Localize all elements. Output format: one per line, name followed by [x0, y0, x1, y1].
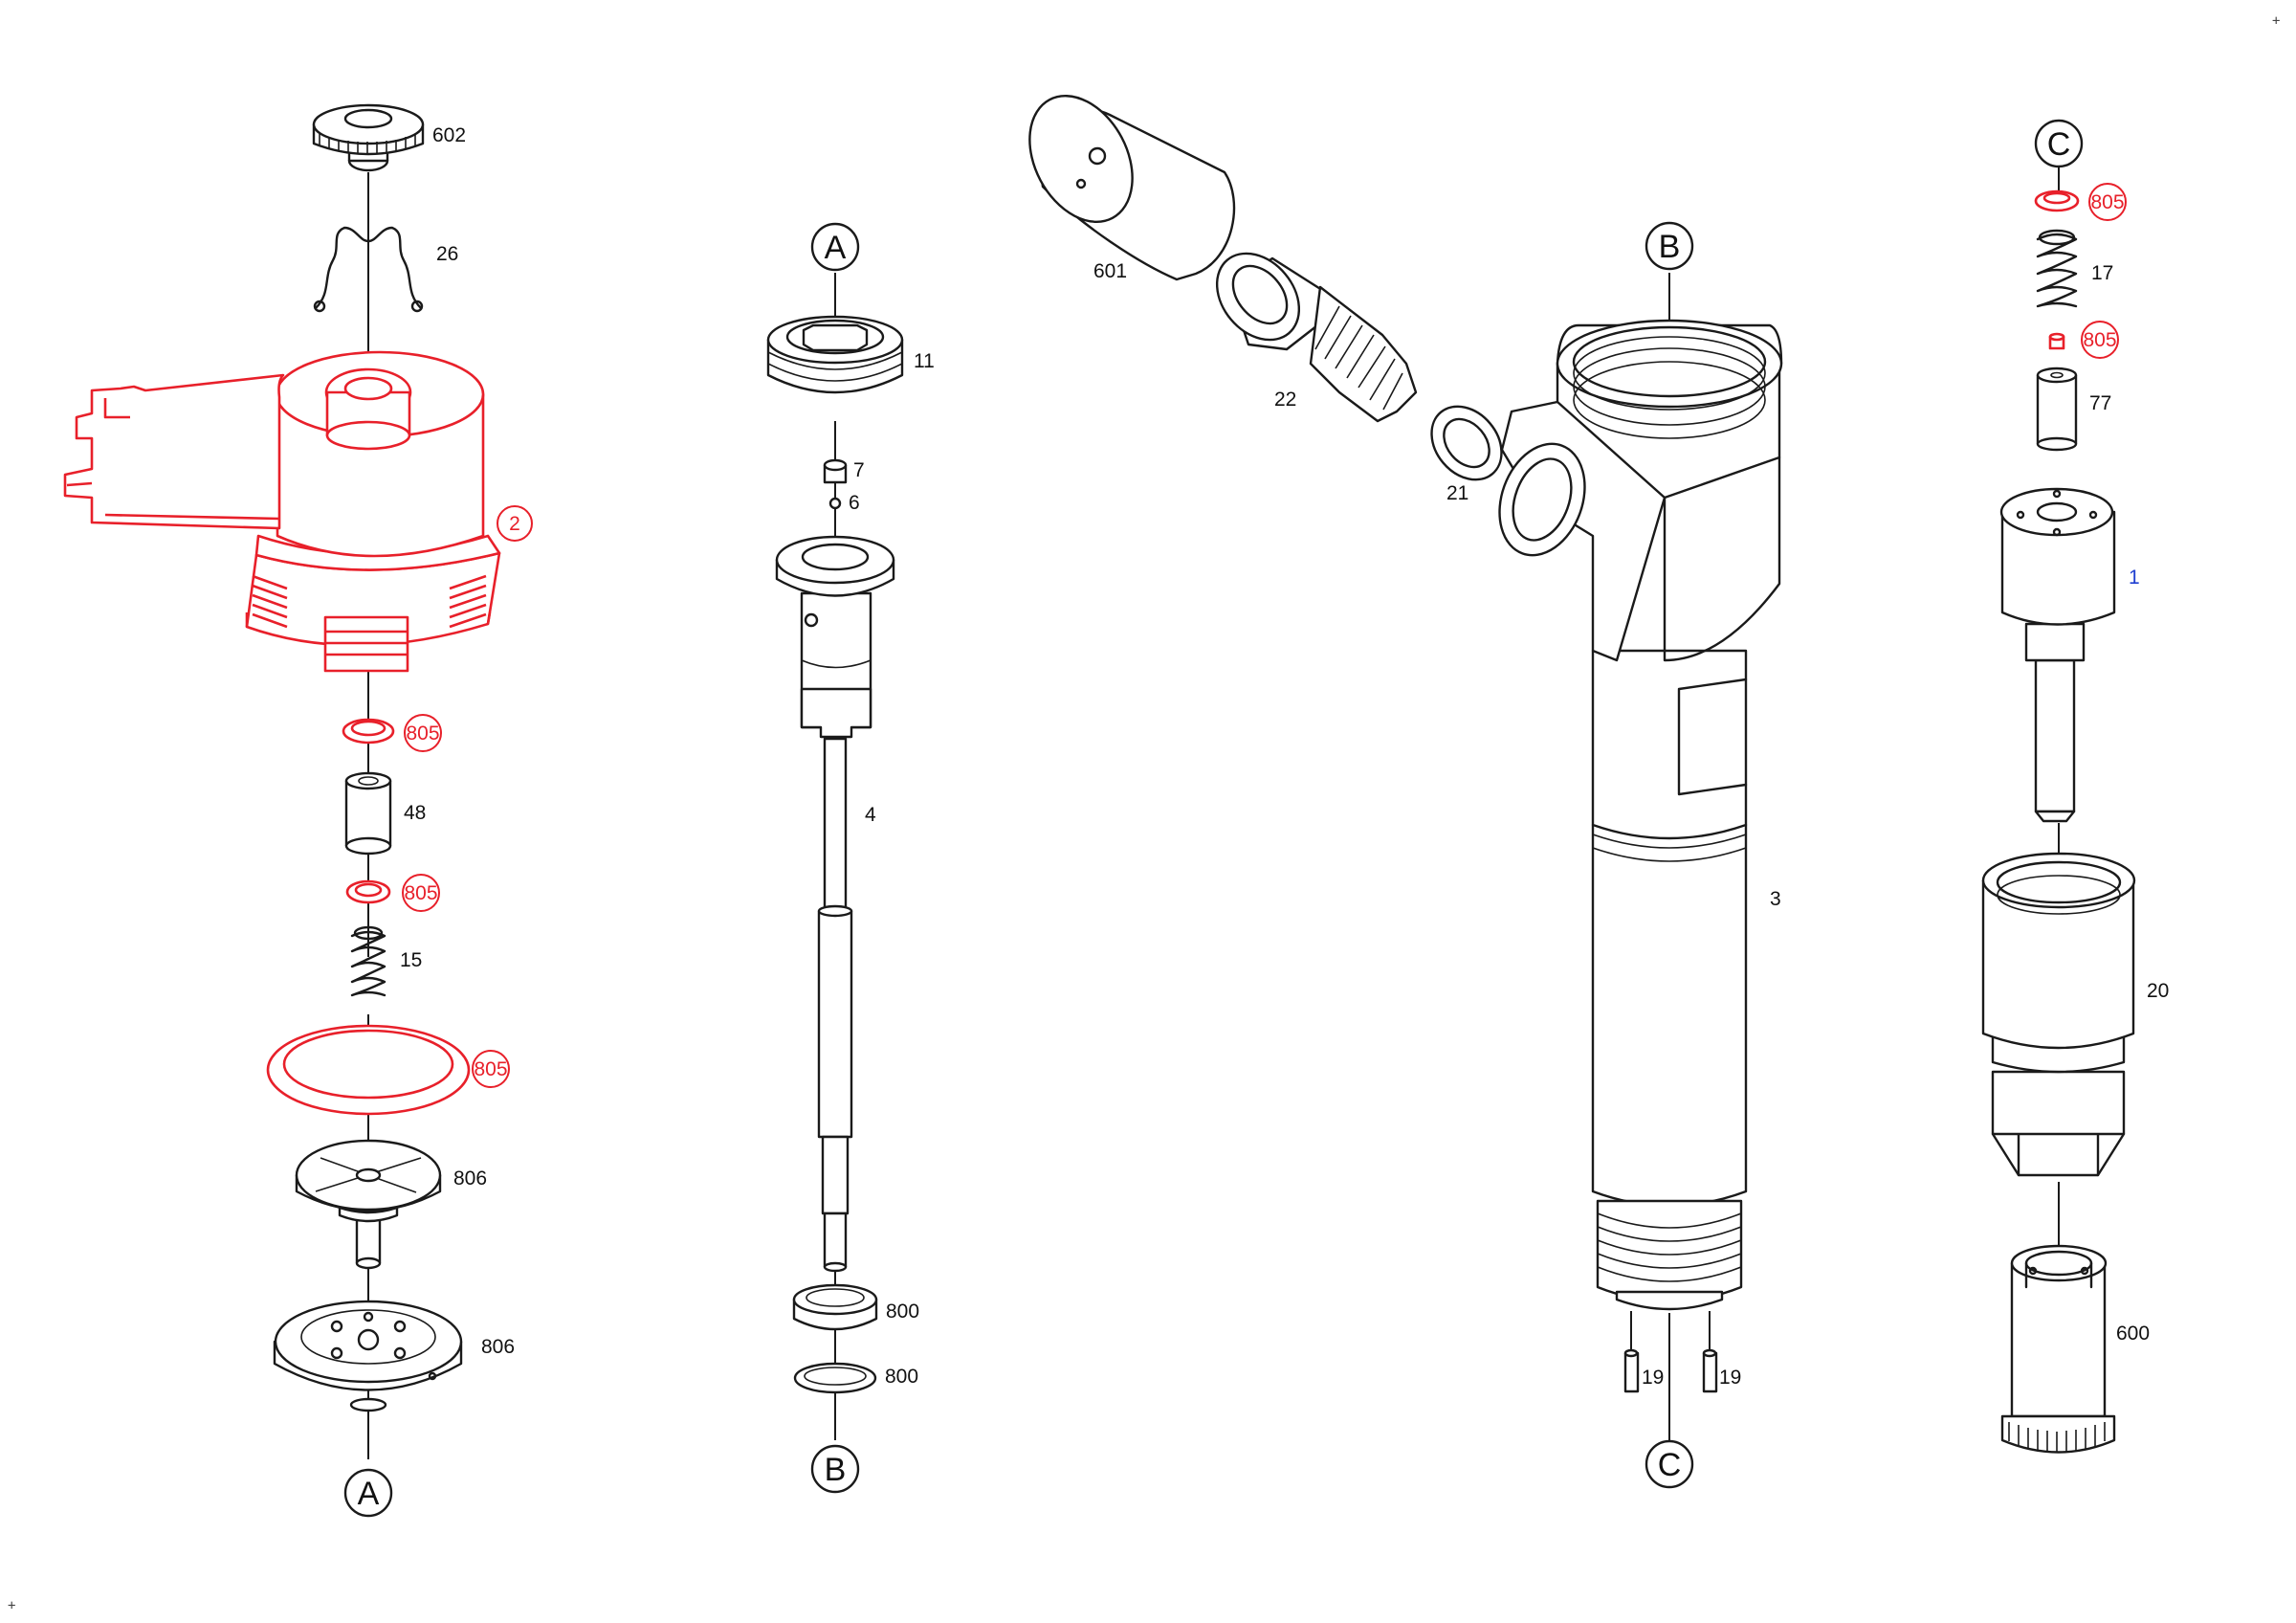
label-20: 20 — [2147, 980, 2169, 1002]
label-805-circle — [2088, 183, 2127, 221]
label-21: 21 — [1446, 482, 1468, 504]
part-805-o-ring — [266, 1024, 471, 1116]
label-26: 26 — [436, 243, 458, 265]
label-805: 805 — [2083, 329, 2116, 351]
label-15: 15 — [400, 949, 422, 971]
ref-circle-C — [2034, 119, 2084, 168]
part-22-inlet-connector — [1215, 252, 1418, 423]
part-805-washer — [342, 718, 395, 745]
part-77-spacer — [2036, 367, 2078, 452]
label-2-circle — [497, 505, 533, 542]
label-48: 48 — [404, 802, 426, 824]
spring-top — [353, 925, 384, 941]
label-600: 600 — [2116, 1323, 2150, 1345]
part-11-nut — [766, 315, 904, 394]
label-805-circle — [402, 874, 440, 912]
label-800: 800 — [886, 1301, 919, 1323]
corner-mark-bottom-left: + — [8, 1598, 15, 1613]
part-valve-body — [775, 535, 895, 739]
part-48-sleeve — [344, 771, 392, 856]
part-3-injector-body — [1498, 319, 1783, 1311]
part-806-base-plate — [273, 1300, 463, 1412]
part-17-spring — [2036, 233, 2078, 308]
part-21-seal — [1430, 405, 1503, 481]
part-800-ring — [792, 1283, 878, 1331]
ref-A-top: A — [825, 230, 847, 266]
part-806-armature — [295, 1139, 442, 1270]
ref-circle-B — [810, 1444, 860, 1494]
part-805-washer — [2034, 189, 2080, 212]
label-22: 22 — [1274, 389, 1296, 411]
label-805: 805 — [404, 882, 437, 904]
ref-B-bottom: B — [825, 1452, 847, 1488]
label-11: 11 — [914, 350, 935, 372]
label-19: 19 — [1719, 1367, 1741, 1389]
label-805: 805 — [406, 723, 439, 745]
label-805: 805 — [474, 1058, 507, 1080]
column-4-group: C 805 17 805 77 — [1981, 119, 2169, 1454]
part-1-nozzle — [1999, 487, 2116, 823]
ref-C-top: C — [2047, 126, 2071, 163]
label-6: 6 — [849, 492, 860, 514]
part-800-shim — [793, 1362, 877, 1394]
label-805-circle — [2081, 321, 2119, 359]
part-6-ball — [828, 497, 842, 510]
label-806: 806 — [481, 1336, 515, 1358]
label-800: 800 — [885, 1366, 918, 1388]
label-17: 17 — [2091, 262, 2113, 284]
column-1-group: 602 26 2 — [63, 103, 533, 1518]
ref-A-bottom: A — [358, 1476, 380, 1512]
ref-circle-C — [1645, 1439, 1694, 1489]
spring-top — [2038, 229, 2076, 246]
clip-end — [313, 300, 326, 313]
label-4: 4 — [865, 804, 876, 826]
label-805: 805 — [2090, 191, 2124, 213]
label-805-circle — [472, 1050, 510, 1088]
part-805-washer — [345, 879, 391, 904]
ref-B-top: B — [1659, 229, 1681, 265]
label-7: 7 — [853, 459, 865, 481]
part-601-cap — [1028, 95, 1236, 281]
part-26-clip — [314, 226, 423, 310]
label-805-circle — [404, 714, 442, 752]
part-2-solenoid-valve — [63, 350, 501, 673]
part-602-knurled-nut — [312, 103, 425, 172]
label-806: 806 — [453, 1167, 487, 1189]
ref-C-bottom: C — [1658, 1447, 1682, 1483]
part-19-pin — [1702, 1348, 1718, 1393]
label-1: 1 — [2129, 567, 2140, 589]
part-4-rod — [817, 737, 853, 1273]
label-2: 2 — [509, 513, 520, 535]
label-602: 602 — [432, 124, 466, 146]
label-19: 19 — [1642, 1367, 1664, 1389]
part-805-washer — [2048, 332, 2065, 350]
label-77: 77 — [2089, 392, 2111, 414]
corner-mark-top-right: + — [2272, 13, 2280, 29]
part-7-pin — [823, 458, 848, 484]
label-3: 3 — [1770, 888, 1781, 910]
label-601: 601 — [1093, 260, 1127, 282]
part-600-socket — [2000, 1244, 2116, 1454]
ref-circle-A — [343, 1468, 393, 1518]
ref-circle-A — [810, 222, 860, 272]
ref-circle-B — [1645, 221, 1694, 271]
clip-end — [410, 300, 424, 313]
part-20-nozzle-nut — [1981, 852, 2136, 1177]
column-3-group: 601 22 21 B — [1028, 95, 1783, 1489]
part-15-spring — [350, 930, 386, 997]
column-2-group: A 11 7 6 — [766, 222, 935, 1494]
part-19-pin — [1623, 1348, 1640, 1393]
